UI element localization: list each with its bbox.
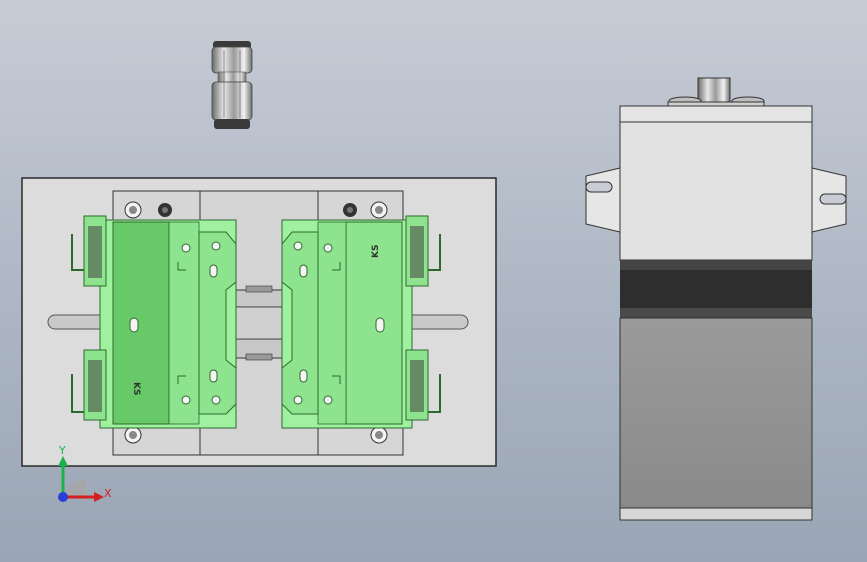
side-view-assembly[interactable]	[585, 77, 847, 521]
part-stamp-left: KS	[131, 382, 141, 395]
x-axis-arrow-icon	[94, 492, 104, 502]
mounting-holes	[124, 201, 388, 444]
x-axis-label: X	[104, 487, 112, 500]
right-gripper[interactable]: KS	[281, 215, 441, 429]
y-axis-label: Y	[58, 444, 66, 457]
right-toggle-clamps[interactable]	[405, 215, 441, 421]
part-stamp-right: KS	[371, 245, 381, 258]
coordinate-triad[interactable]: Y X	[58, 444, 112, 502]
z-axis-dot-icon	[58, 492, 68, 502]
left-gripper[interactable]: KS	[71, 215, 237, 429]
pneumatic-fitting[interactable]	[211, 41, 253, 129]
y-axis-arrow-icon	[58, 456, 68, 466]
left-toggle-clamps[interactable]	[71, 215, 107, 421]
